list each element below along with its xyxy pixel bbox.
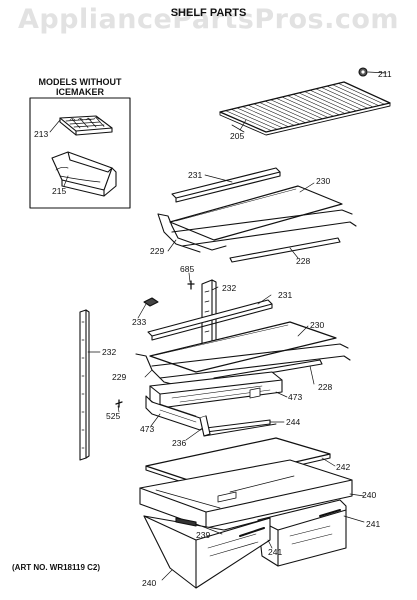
callout-229-mid[interactable]: 229 (112, 372, 127, 382)
callout-231-mid[interactable]: 231 (278, 290, 293, 300)
wire-rod (321, 87, 368, 109)
wire-rod (315, 88, 363, 110)
wire-rod (332, 84, 379, 106)
wire-rod (264, 100, 312, 122)
callout-213[interactable]: 213 (34, 129, 49, 139)
callout-473-left[interactable]: 473 (140, 424, 155, 434)
wire-rod (247, 104, 295, 126)
callout-525[interactable]: 525 (106, 411, 121, 421)
wire-rod (253, 103, 301, 125)
callout-240-right[interactable]: 240 (362, 490, 377, 500)
wire-rod (276, 98, 323, 120)
part-239-drawer-divider[interactable] (175, 517, 197, 527)
wire-rod (287, 95, 334, 117)
part-233-clip[interactable] (143, 297, 159, 307)
part-232-long-side-bracket[interactable] (79, 309, 90, 461)
wire-rod (231, 109, 278, 130)
art-number: (ART NO. WR18119 C2) (12, 563, 101, 572)
wire-rod (293, 94, 340, 116)
models-heading-line-2: ICEMAKER (55, 87, 104, 97)
part-685-screw[interactable] (187, 280, 195, 290)
wire-rod (338, 83, 385, 105)
part-241-right-crisper-drawer[interactable] (257, 499, 347, 567)
callout-240-left[interactable]: 240 (142, 578, 157, 588)
wire-rod (298, 92, 346, 114)
models-without-icemaker-heading: MODELS WITHOUT ICEMAKER (30, 77, 130, 97)
callout-241-right[interactable]: 241 (366, 519, 381, 529)
part-236-slide-rail[interactable] (199, 415, 277, 437)
wire-rod (242, 106, 289, 127)
part-231-top-shelf-trim[interactable] (171, 167, 281, 203)
wire-rod (270, 99, 317, 121)
callout-leader-lines (49, 119, 365, 581)
callout-244[interactable]: 244 (286, 417, 301, 427)
diagram-title: SHELF PARTS (170, 7, 247, 19)
part-211-end-cap[interactable] (358, 67, 387, 77)
callout-473-right[interactable]: 473 (288, 392, 303, 402)
wire-rod (309, 89, 357, 112)
wire-rod (259, 102, 306, 124)
callout-205[interactable]: 205 (230, 131, 245, 141)
part-231-middle-shelf-trim[interactable] (147, 299, 273, 341)
part-229-top-shelf-frame[interactable] (157, 209, 357, 253)
wire-rod (326, 85, 374, 108)
wire-rod (304, 91, 351, 113)
callout-228-mid[interactable]: 228 (318, 382, 333, 392)
callout-229-top[interactable]: 229 (150, 246, 165, 256)
callout-685[interactable]: 685 (180, 264, 195, 274)
callout-242[interactable]: 242 (336, 462, 351, 472)
callout-228-top[interactable]: 228 (296, 256, 311, 266)
callout-231-top[interactable]: 231 (188, 170, 203, 180)
part-228-top-shelf-rail[interactable] (229, 237, 341, 263)
part-525-screw[interactable] (115, 399, 123, 408)
part-213-ice-tray[interactable] (59, 115, 113, 136)
part-240-pan-cover-frame[interactable] (139, 459, 353, 543)
callout-230-top[interactable]: 230 (316, 176, 331, 186)
part-215-ice-bucket[interactable] (51, 151, 117, 197)
callout-233[interactable]: 233 (132, 317, 147, 327)
models-without-icemaker-box (29, 97, 131, 209)
wire-rod (281, 96, 329, 118)
callout-215[interactable]: 215 (52, 186, 67, 196)
callout-232-mid[interactable]: 232 (222, 283, 237, 293)
wire-rod (236, 107, 284, 129)
callout-239[interactable]: 239 (196, 530, 211, 540)
callout-232-left[interactable]: 232 (102, 347, 117, 357)
part-205-wire-shelf[interactable] (219, 81, 391, 136)
part-230-middle-glass-shelf[interactable] (149, 321, 337, 373)
callout-236[interactable]: 236 (172, 438, 187, 448)
callout-241-bottom[interactable]: 241 (268, 547, 283, 557)
callout-230-mid[interactable]: 230 (310, 320, 325, 330)
callout-211[interactable]: 211 (378, 69, 392, 79)
watermark-text: AppliancePartsPros.com (17, 4, 400, 35)
wire-rod (225, 110, 272, 131)
part-240-left-crisper-drawer[interactable] (143, 515, 271, 589)
models-heading-line-1: MODELS WITHOUT (38, 77, 122, 87)
